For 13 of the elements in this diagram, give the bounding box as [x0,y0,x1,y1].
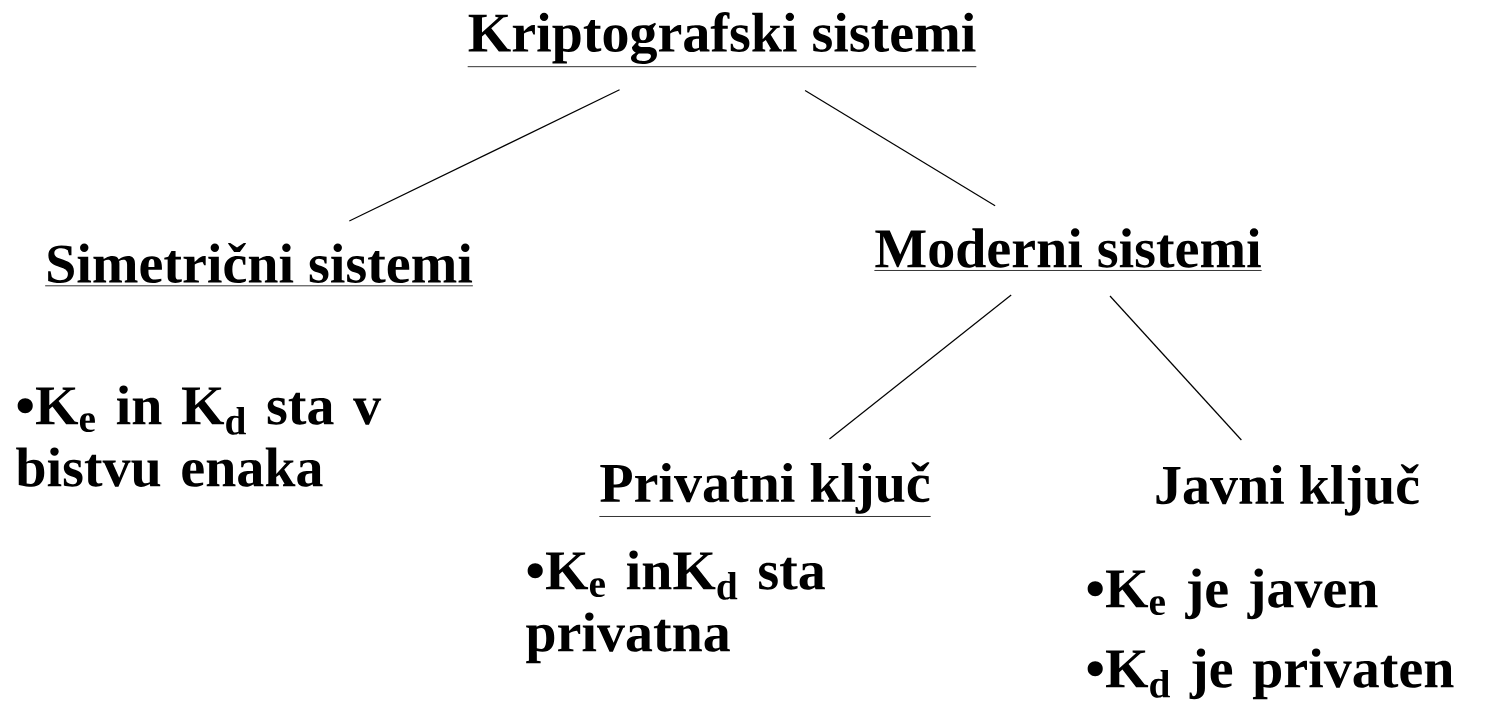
connector-line [348,89,621,222]
bullet-text: •K$_{e}$ inK$_{d}$ sta privatna [526,550,825,664]
bullet-text: •K$_{e}$ je javen [1087,568,1378,620]
bullet-text: •K$_{e}$ in K$_{d}$ sta v bistvu enaka [16,385,382,487]
heading-text: Moderni sistemi [874,228,1263,271]
connector-line [804,89,996,207]
connector-line [1109,295,1242,441]
heading-text: Privatni ključ [598,462,932,517]
heading-text: Kriptografski sistemi [467,12,977,68]
connector-line [828,294,1012,440]
heading-text: Javni ključ [1156,464,1419,516]
bullet-text: •K$_{d}$ je privaten [1087,648,1454,700]
heading-text: Simetrični sistemi [44,242,474,287]
